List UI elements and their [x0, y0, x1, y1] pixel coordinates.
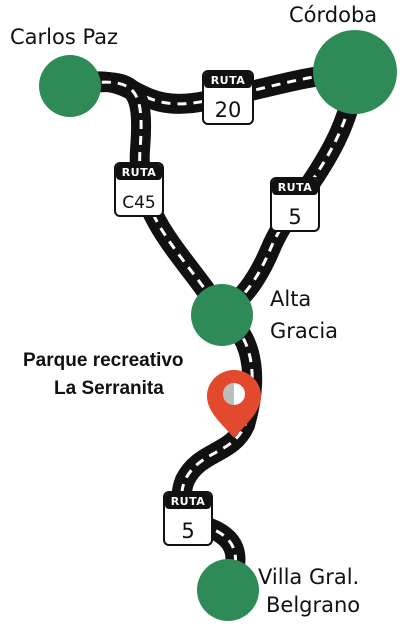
city-label-villa-belgrano-1: Villa Gral. — [258, 565, 359, 589]
shield-ruta-20: RUTA 20 — [202, 70, 254, 125]
shield-ruta-5-upper-number: 5 — [288, 205, 301, 229]
city-label-carlos-paz: Carlos Paz — [10, 25, 118, 49]
shield-ruta-5-upper-label: RUTA — [278, 181, 313, 194]
road-ruta-5-south — [171, 305, 263, 600]
city-nodes — [39, 30, 397, 621]
poi-label-line1: Parque recreativo — [23, 350, 184, 371]
shield-ruta-c45-number: C45 — [122, 193, 156, 213]
node-villa-belgrano[interactable] — [197, 559, 259, 621]
poi-label-line2: La Serranita — [54, 378, 164, 399]
city-label-alta-gracia-1: Alta — [270, 287, 311, 311]
city-label-villa-belgrano-2: Belgrano — [266, 593, 360, 617]
shield-ruta-5-upper: RUTA 5 — [270, 177, 320, 232]
node-cordoba[interactable] — [313, 30, 397, 114]
shield-ruta-c45-label: RUTA — [122, 166, 157, 179]
shield-ruta-5-lower-number: 5 — [181, 519, 194, 543]
node-carlos-paz[interactable] — [39, 55, 101, 117]
node-alta-gracia[interactable] — [191, 284, 253, 346]
location-pin-icon[interactable] — [207, 370, 261, 438]
shield-ruta-c45: RUTA C45 — [114, 162, 164, 217]
city-label-alta-gracia-2: Gracia — [270, 319, 338, 343]
shield-ruta-5-lower-label: RUTA — [171, 495, 206, 508]
shield-ruta-20-number: 20 — [215, 98, 242, 122]
road-ruta-c45 — [60, 72, 232, 325]
city-label-cordoba: Córdoba — [289, 3, 377, 27]
shield-ruta-20-label: RUTA — [211, 74, 246, 87]
shield-ruta-5-lower: RUTA 5 — [163, 491, 213, 546]
